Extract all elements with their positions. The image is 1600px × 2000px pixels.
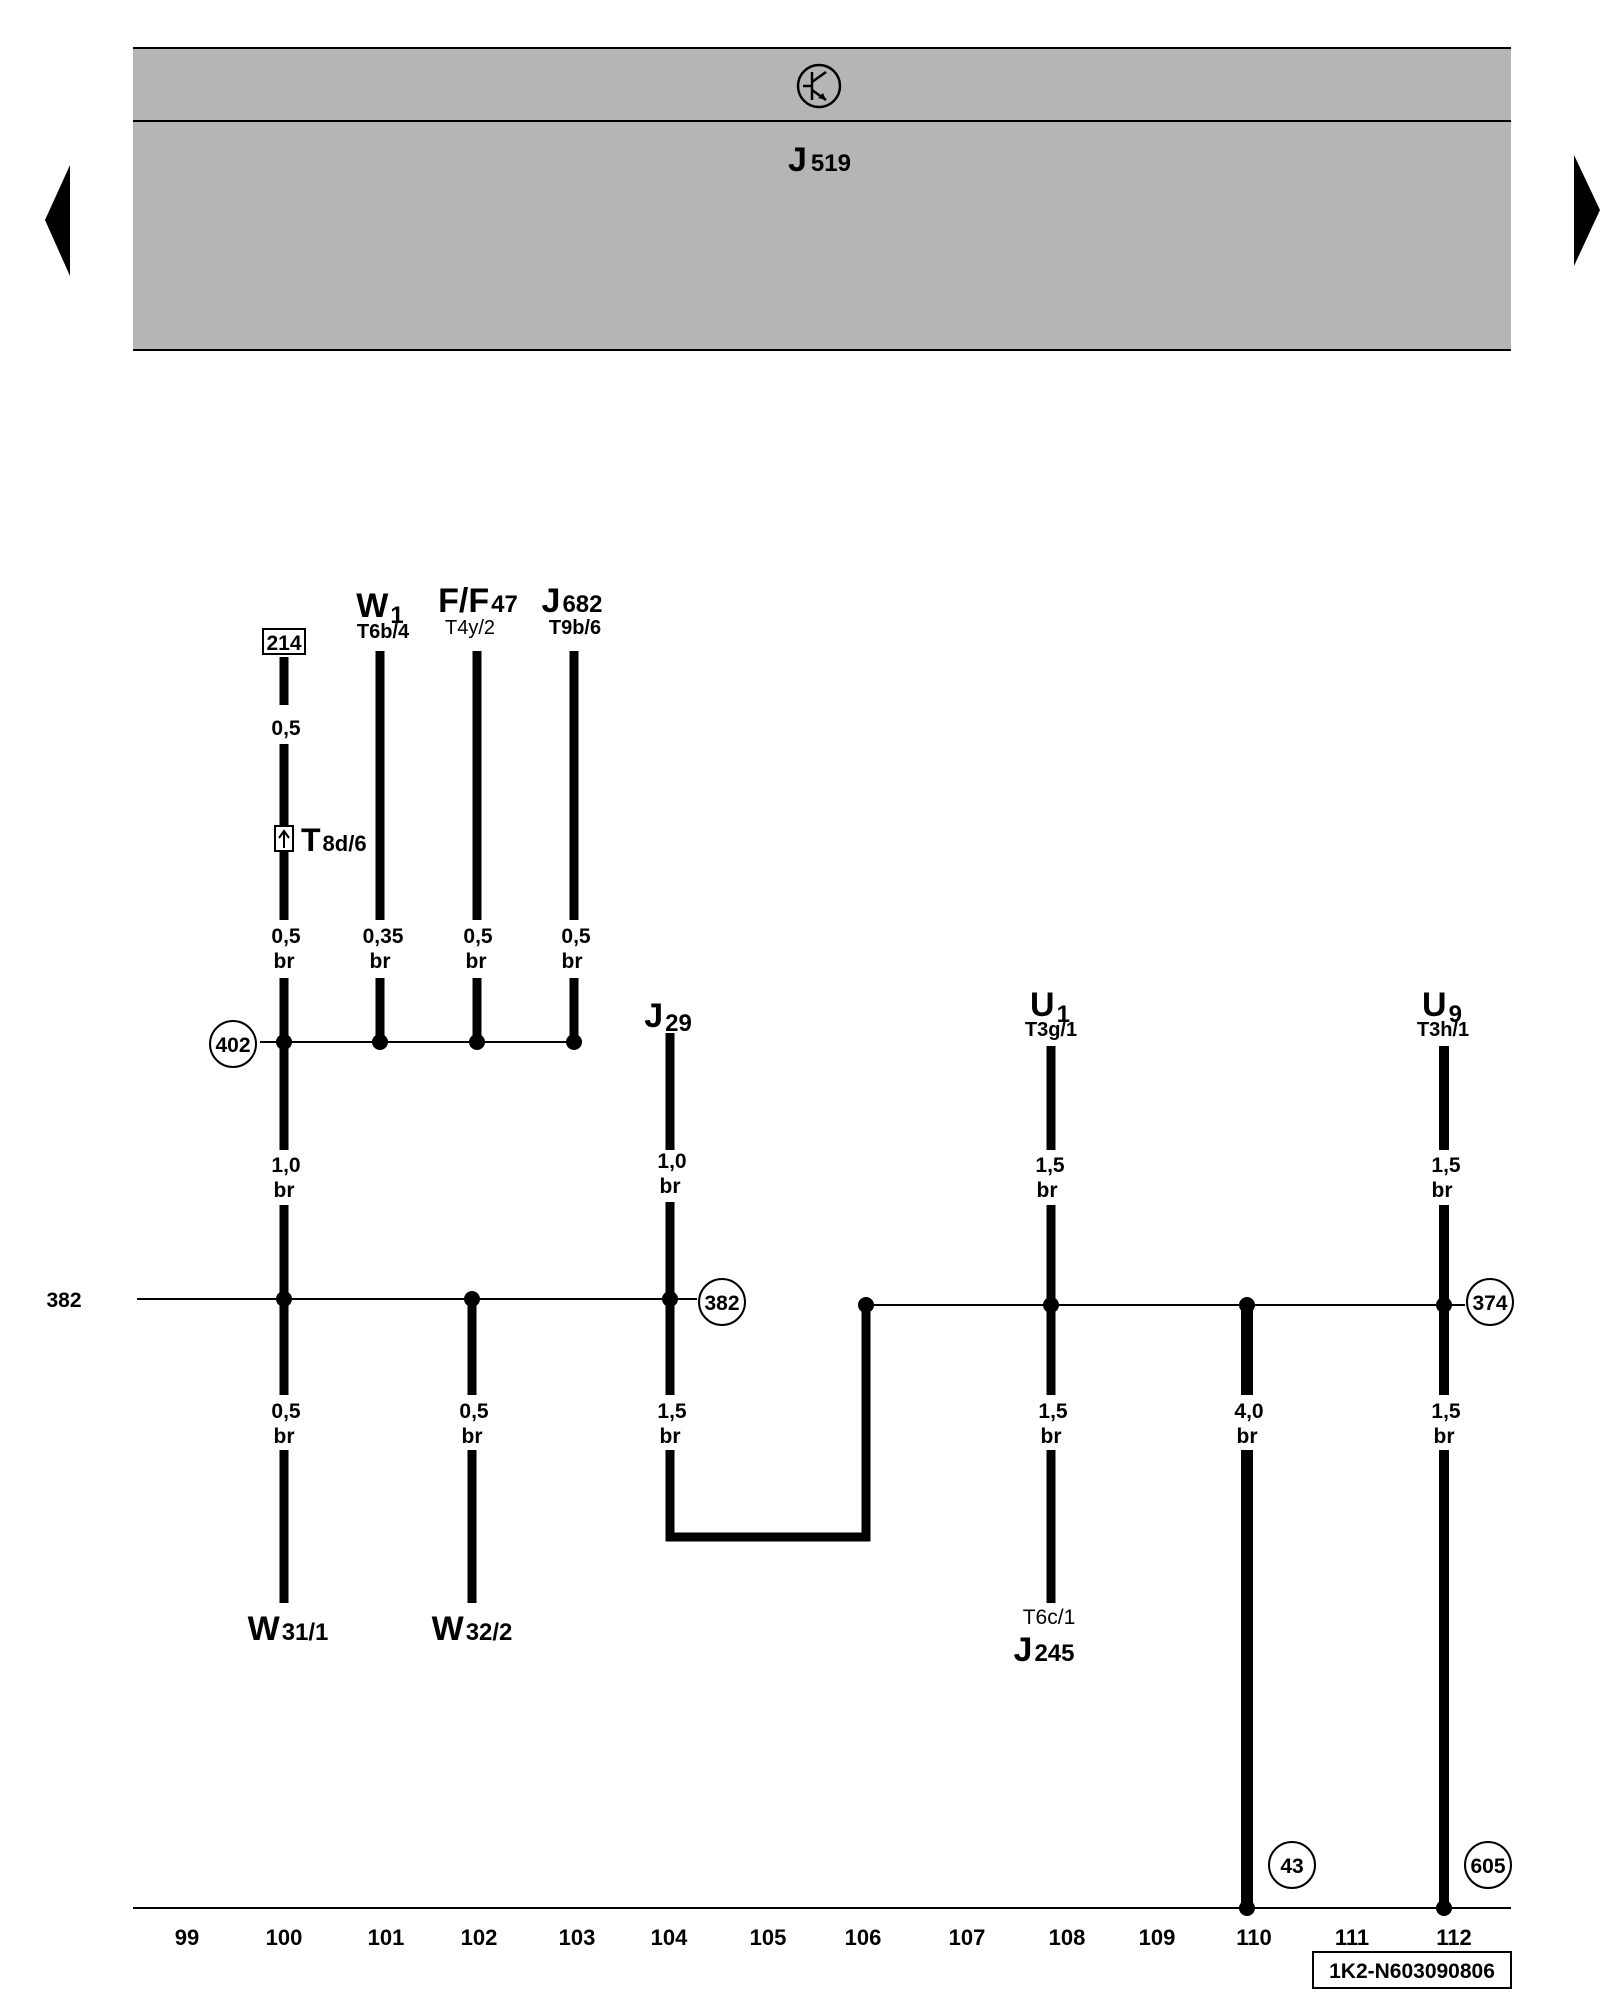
wire-color-label: br — [1237, 1425, 1258, 1448]
wire-size-label: 1,0 — [271, 1154, 300, 1177]
column-number: 108 — [1049, 1925, 1086, 1950]
wire-color-label: br — [274, 950, 295, 973]
component-w1-pin: T6b/4 — [357, 621, 410, 643]
column-number: 107 — [949, 1925, 986, 1950]
wire-color-label: br — [274, 1425, 295, 1448]
component-w31-label: W31/1 — [248, 1610, 329, 1648]
ref-circle-382-label: 382 — [704, 1292, 739, 1315]
wire-color-label: br — [462, 1425, 483, 1448]
component-u1-pin: T3g/1 — [1025, 1019, 1077, 1041]
ref-circle-605[interactable] — [1464, 1841, 1512, 1889]
wire-size-label: 0,5 — [561, 925, 591, 948]
column-number: 110 — [1236, 1925, 1272, 1950]
wire-size-label: 0,35 — [363, 925, 404, 948]
column-number: 99 — [175, 1925, 199, 1950]
circled-references: 402 382 374 43 605 382 — [46, 1020, 1514, 1889]
wire-size-label: 1,5 — [1431, 1154, 1461, 1177]
component-j682-pin: T9b/6 — [549, 617, 601, 639]
ref-circle-605-label: 605 — [1470, 1855, 1505, 1878]
component-ff47-label: F/F47 — [438, 582, 518, 620]
wire-size-label: 1,0 — [657, 1150, 686, 1173]
component-ff47-pin: T4y/2 — [445, 617, 495, 639]
component-j245-pin: T6c/1 — [1023, 1606, 1076, 1629]
column-number: 109 — [1139, 1925, 1176, 1950]
wire-color-label: br — [660, 1425, 681, 1448]
column-number: 101 — [368, 1925, 405, 1950]
wire-color-label: br — [1434, 1425, 1455, 1448]
connector-t8d-label: T8d/6 — [301, 822, 367, 858]
ground-transistor-symbol-icon — [796, 63, 842, 109]
column-number: 102 — [461, 1925, 498, 1950]
wire-color-label: br — [274, 1179, 295, 1202]
component-u9-label: U9 — [1422, 986, 1462, 1028]
wire-size-label: 1,5 — [1431, 1400, 1461, 1423]
column-number: 112 — [1436, 1925, 1472, 1950]
horizontal-wires — [133, 1041, 1511, 1909]
ref-214-label: 214 — [266, 632, 301, 655]
triangle-left-icon[interactable] — [45, 165, 70, 276]
wire-size-label: 0,5 — [459, 1400, 489, 1423]
wire-color-label: br — [1432, 1179, 1453, 1202]
wire-color-label: br — [466, 950, 487, 973]
ref-circle-402-label: 402 — [215, 1034, 250, 1057]
component-u1-label: U1 — [1030, 986, 1070, 1028]
column-number: 103 — [559, 1925, 596, 1950]
ref-box-214 — [262, 628, 306, 655]
column-number: 106 — [845, 1925, 882, 1950]
wire-color-label: br — [660, 1175, 681, 1198]
left-edge-ref-382: 382 — [46, 1289, 81, 1312]
component-w1-label: W1 — [356, 587, 403, 629]
component-j682-label: J682 — [542, 582, 603, 620]
wire-size-label: 0,5 — [271, 717, 301, 740]
junction-dots — [276, 1034, 1452, 1916]
column-number: 111 — [1335, 1925, 1369, 1950]
connector-arrow-icon — [274, 825, 294, 852]
header-background — [133, 48, 1511, 350]
wire-color-label: br — [370, 950, 391, 973]
ref-circle-402 — [209, 1020, 257, 1068]
component-j245-label: J245 — [1014, 1631, 1075, 1669]
wire-color-label: br — [562, 950, 583, 973]
wire-size-label: 1,5 — [1038, 1400, 1068, 1423]
wire-size-label: 1,5 — [657, 1400, 687, 1423]
doc-id-label: 1K2-N603090806 — [1329, 1960, 1495, 1983]
ref-circle-382[interactable] — [698, 1278, 746, 1326]
ref-circle-43-label: 43 — [1280, 1855, 1303, 1878]
wire-size-label: 4,0 — [1234, 1400, 1263, 1423]
wire-color-label: br — [1041, 1425, 1062, 1448]
wire-size-label: 0,5 — [463, 925, 493, 948]
ref-circle-374-label: 374 — [1472, 1292, 1507, 1315]
wire-size-label: 1,5 — [1035, 1154, 1065, 1177]
component-w32-label: W32/2 — [432, 1610, 513, 1648]
wire-size-label: 0,5 — [271, 1400, 301, 1423]
component-u9-pin: T3h/1 — [1417, 1019, 1469, 1041]
wire-color-label: br — [1037, 1179, 1058, 1202]
column-number: 105 — [750, 1925, 787, 1950]
wire-labels: 0,5 0,5 br 0,35 br 0,5 br 0,5 br 1,0 br … — [271, 717, 1461, 1448]
component-j29-label: J29 — [644, 997, 692, 1037]
column-number: 100 — [266, 1925, 303, 1950]
vertical-wires — [279, 651, 1449, 1908]
doc-id-box — [1312, 1951, 1512, 1989]
column-numbers: 99 100 101 102 103 104 105 106 107 108 1… — [175, 1925, 1472, 1950]
column-number: 104 — [651, 1925, 688, 1950]
ref-circle-374[interactable] — [1466, 1278, 1514, 1326]
wire-size-label: 0,5 — [271, 925, 301, 948]
ref-circle-43[interactable] — [1268, 1841, 1316, 1889]
triangle-right-icon[interactable] — [1574, 155, 1600, 266]
